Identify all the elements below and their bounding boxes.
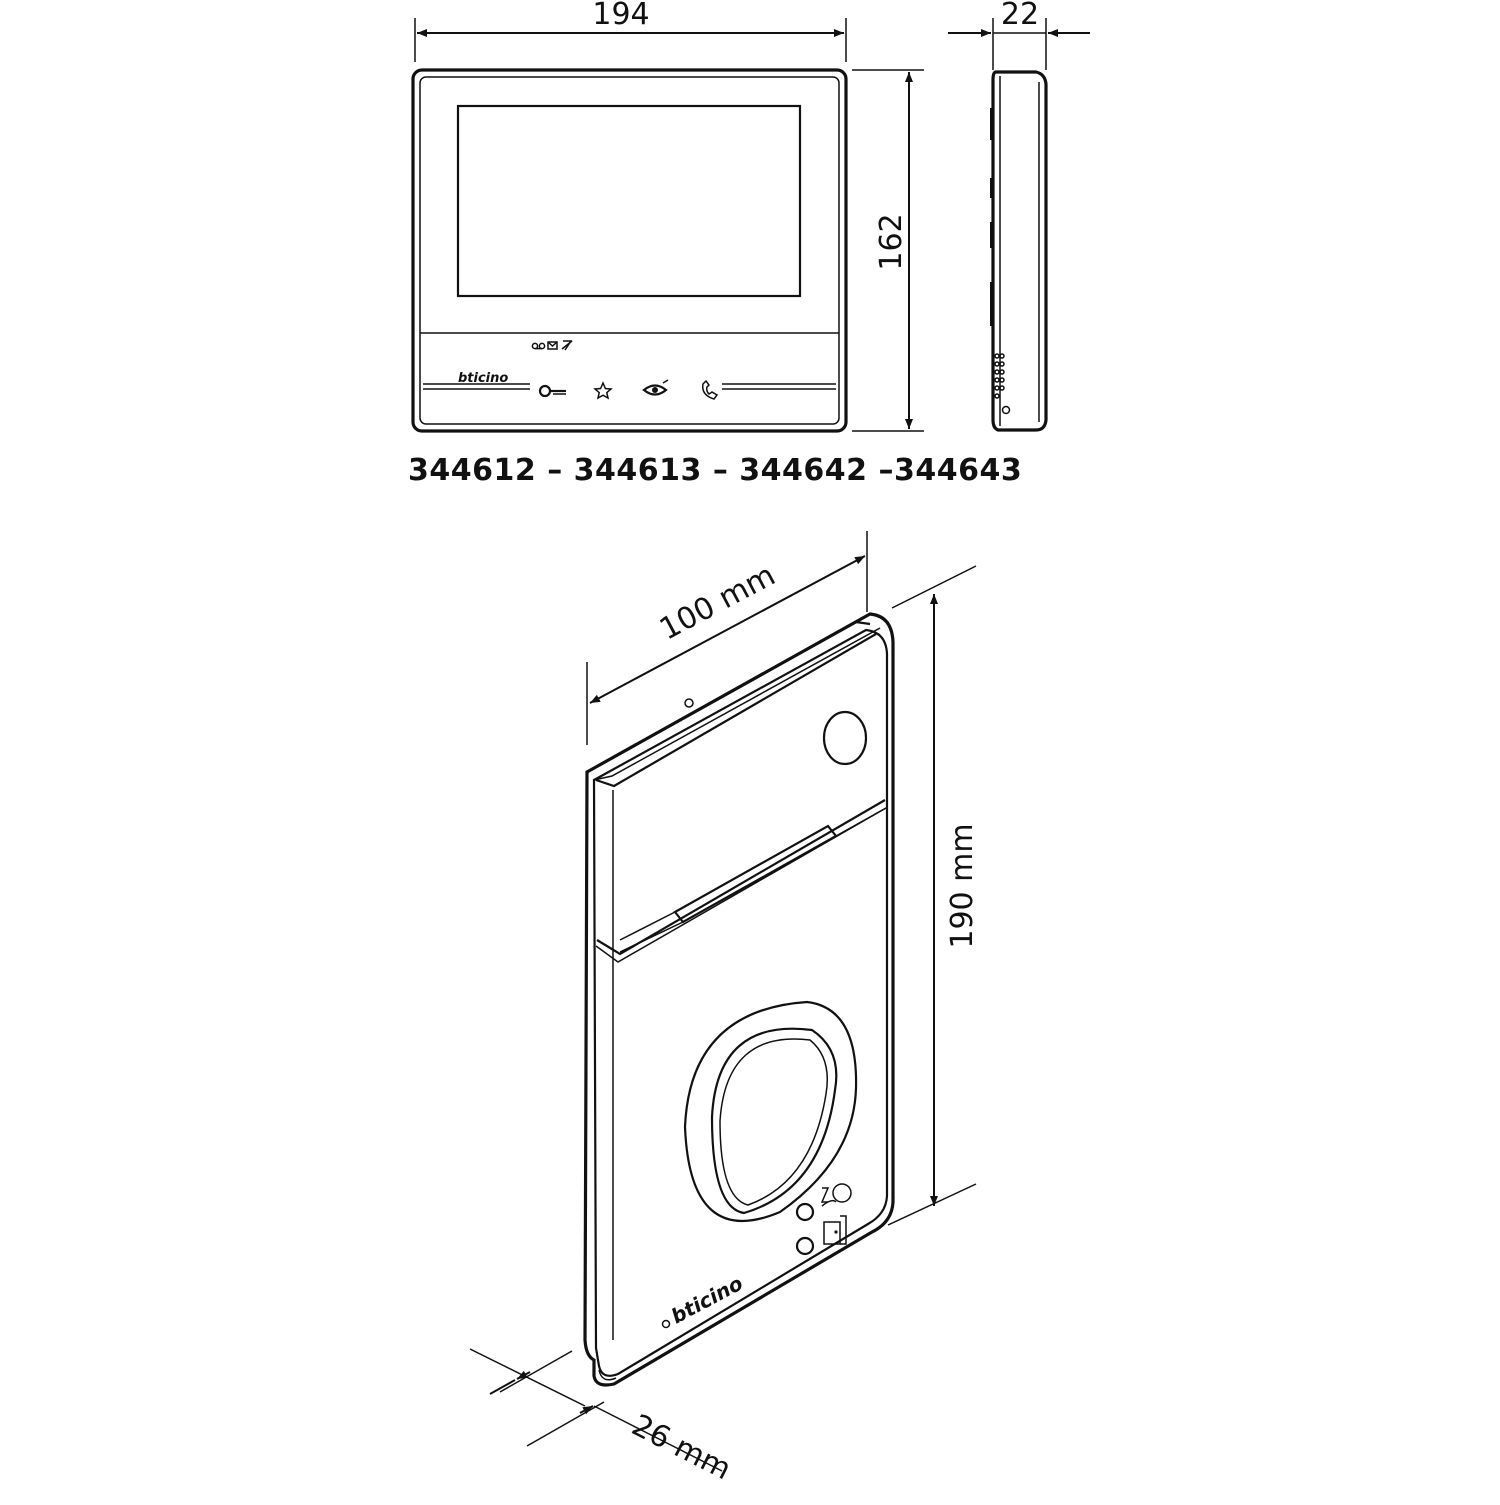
intercom-icon xyxy=(820,1183,852,1207)
depth-dimension: 22 xyxy=(948,0,1090,70)
star-icon[interactable] xyxy=(593,381,613,400)
status-led xyxy=(661,1319,671,1329)
handset-view: 100 mm 190 mm 26 mm xyxy=(469,531,980,1487)
phone-icon[interactable] xyxy=(701,379,719,400)
door-lock-button[interactable] xyxy=(795,1215,847,1256)
earpiece xyxy=(822,710,868,766)
width-dimension: 194 xyxy=(414,0,847,62)
monitor-front: bticino xyxy=(411,68,848,433)
brand-logo: bticino xyxy=(458,371,508,386)
handset-height-label: 190 mm xyxy=(945,823,980,948)
depth-label: 22 xyxy=(1001,0,1039,32)
key-icon[interactable] xyxy=(538,384,566,398)
front-view: 194 162 xyxy=(411,0,924,433)
eye-icon[interactable] xyxy=(642,379,669,396)
monitor-side xyxy=(990,70,1048,432)
handset-body: bticino xyxy=(583,612,895,1387)
handset-depth-label: 26 mm xyxy=(626,1408,736,1487)
screen xyxy=(456,104,802,298)
height-dimension: 162 xyxy=(852,69,924,432)
status-icons xyxy=(531,340,573,351)
voicemail-icon xyxy=(531,342,546,350)
side-view: 22 xyxy=(948,0,1090,432)
door-lock-icon xyxy=(823,1215,847,1245)
width-label: 194 xyxy=(592,0,649,32)
height-label: 162 xyxy=(874,213,909,270)
handset-height-dimension: 190 mm xyxy=(887,565,980,1226)
intercom-button[interactable] xyxy=(795,1183,852,1222)
model-codes: 344612 – 344613 – 344642 –344643 xyxy=(408,453,1022,488)
envelope-icon xyxy=(547,341,558,350)
mute-icon xyxy=(561,340,573,351)
speaker-grille xyxy=(994,353,1005,399)
microphone-ring xyxy=(683,1000,858,1222)
